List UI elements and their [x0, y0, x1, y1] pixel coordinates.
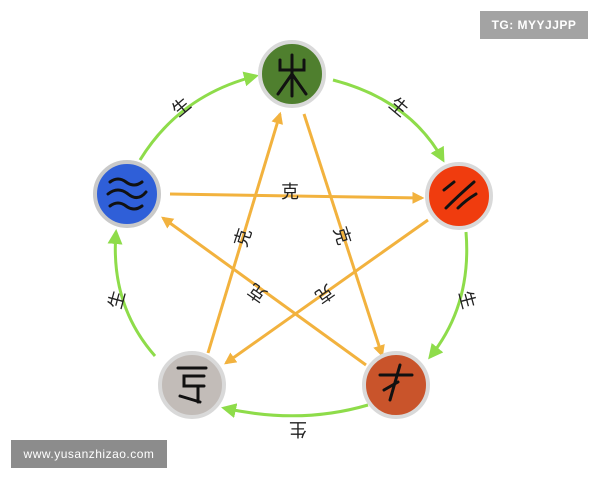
label-overcome-water-fire: 克: [281, 182, 299, 203]
wood-glyph-icon: [276, 53, 308, 98]
label-overcome-earth-water: 克: [244, 279, 271, 307]
label-generate-water-wood: 生: [168, 94, 195, 122]
arrow-earth-to-water: [161, 216, 367, 367]
metal-glyph-icon: [176, 366, 208, 404]
watermark-top: TG: MYYJJPP: [480, 11, 588, 39]
node-earth: [362, 351, 430, 419]
arrow-water-to-fire: [169, 191, 425, 204]
arrow-fire-to-earth: [428, 231, 469, 360]
earth-glyph-icon: [378, 363, 414, 402]
arrow-metal-to-water: [107, 229, 157, 357]
label-overcome-metal-wood: 克: [231, 226, 257, 250]
arrow-wood-to-fire: [332, 78, 445, 163]
arrow-metal-to-wood: [206, 111, 283, 354]
node-wood: [258, 40, 326, 108]
watermark-bottom: www.yusanzhizao.com: [11, 440, 167, 468]
overcoming-cycle: [161, 111, 429, 367]
label-generate-fire-earth: 生: [454, 288, 479, 311]
label-generate-metal-water: 生: [105, 288, 130, 311]
fire-glyph-icon: [442, 180, 478, 210]
water-glyph-icon: [106, 177, 148, 211]
generating-cycle: [107, 71, 469, 418]
arrow-fire-to-metal: [224, 218, 429, 365]
node-water: [93, 160, 161, 228]
node-fire: [425, 162, 493, 230]
label-generate-earth-metal: 生: [289, 418, 307, 439]
node-metal: [158, 351, 226, 419]
arrow-earth-to-metal: [221, 403, 369, 418]
label-overcome-wood-earth: 克: [329, 224, 355, 248]
label-overcome-fire-metal: 克: [311, 280, 338, 308]
arrow-water-to-wood: [138, 71, 259, 161]
arrow-wood-to-earth: [302, 113, 385, 358]
